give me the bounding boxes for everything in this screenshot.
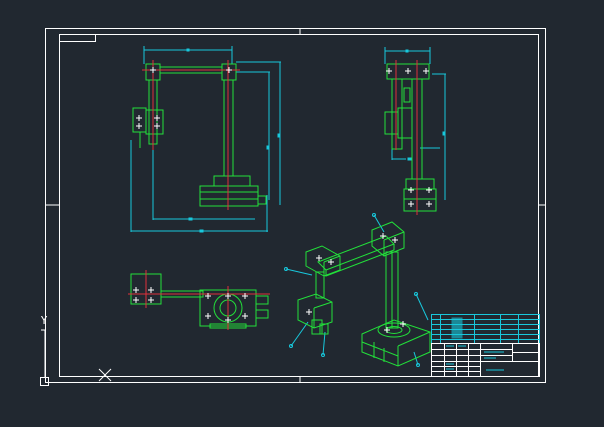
title-block-marks	[446, 345, 504, 371]
front-view-dimensions	[130, 46, 281, 233]
parts-list-table	[431, 314, 540, 344]
isometric-fasteners	[306, 233, 406, 333]
corner-label-box	[59, 34, 96, 42]
ucs-icon: Y	[40, 314, 49, 386]
top-view-fasteners	[133, 287, 248, 323]
isometric-leaders	[284, 213, 429, 367]
title-block	[431, 314, 540, 377]
ucs-axis-label: Y	[41, 314, 48, 327]
front-view-centerlines	[142, 60, 240, 210]
isometric-parts	[297, 221, 431, 367]
side-view-centerlines	[395, 60, 418, 215]
side-view-dimensions	[384, 47, 446, 200]
front-view-fasteners	[136, 67, 232, 129]
drawing-frame	[45, 28, 546, 383]
side-view-fasteners	[386, 68, 432, 207]
front-view[interactable]	[130, 46, 281, 233]
title-block-table	[431, 343, 540, 377]
top-view-parts	[130, 273, 269, 329]
crosshair-cursor-icon	[98, 368, 112, 382]
side-view[interactable]	[384, 47, 446, 215]
isometric-view[interactable]	[284, 213, 431, 367]
top-view[interactable]	[128, 270, 270, 330]
